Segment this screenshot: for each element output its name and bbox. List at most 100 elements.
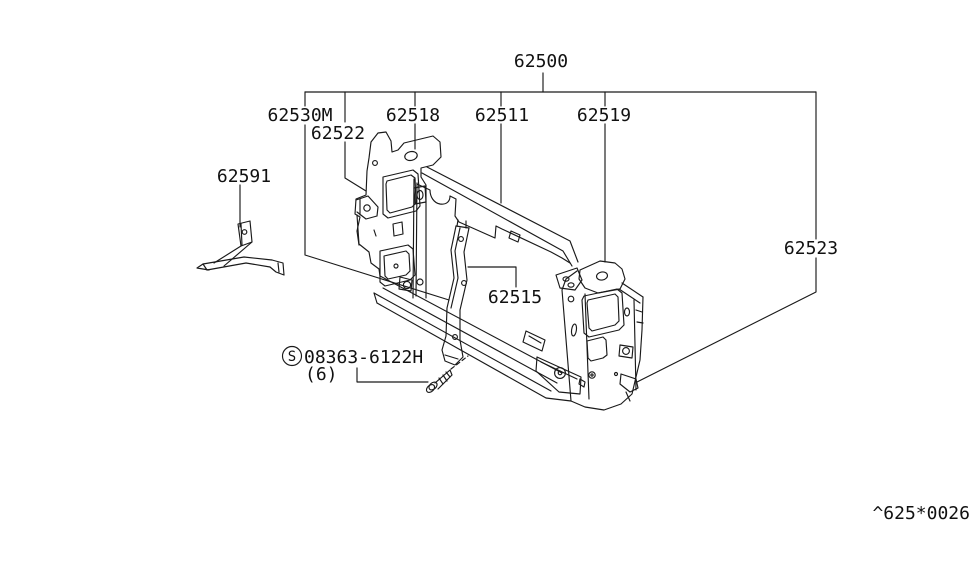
fastener-quantity: (6): [305, 364, 338, 385]
line-art: [452, 334, 458, 340]
screw-fit-dash: [450, 355, 469, 370]
stay-mount-tab: [398, 276, 413, 292]
part-label-62591: 62591: [217, 166, 271, 187]
upper-opening-inner: [385, 174, 417, 214]
part-label-62523: 62523: [784, 238, 838, 259]
diagram-code: ^625*0026: [872, 503, 970, 524]
line-art: [570, 323, 578, 337]
peak-hole: [372, 160, 378, 166]
bump-box: [522, 330, 546, 352]
left-panel-bottom: [356, 214, 381, 277]
line-art: [393, 263, 399, 269]
line-art: [402, 280, 412, 290]
um-slot: [508, 230, 521, 243]
rp-bottom-foot: [619, 373, 639, 402]
channel-hole: [416, 278, 424, 286]
line-art: [202, 256, 273, 271]
line-art: [241, 229, 248, 235]
line-art: [613, 371, 619, 377]
left-flange-bracket: [355, 195, 379, 220]
part-label-62530M: 62530M: [267, 105, 332, 126]
stay-left-edge: [445, 225, 457, 337]
callout-labels: 62500 62530M 62522 62518 62511 62519 625…: [217, 51, 838, 308]
line-art: [196, 263, 210, 271]
lower-opening-inner: [383, 250, 411, 280]
line-art: [623, 307, 631, 317]
screw-symbol: S: [288, 349, 296, 365]
stay-attach: [456, 219, 467, 229]
top-tab-hole: [404, 150, 418, 162]
part-label-62522: 62522: [311, 123, 365, 144]
stay-inner: [450, 227, 461, 309]
line-art: [213, 241, 253, 267]
line-art: [554, 367, 566, 379]
latch-tab-hole: [595, 271, 609, 281]
flange-hole: [363, 204, 371, 212]
leader-62515: [467, 266, 517, 288]
part-label-62500: 62500: [514, 51, 568, 72]
screw-shaft: [434, 369, 453, 390]
line-art: [425, 384, 436, 393]
bumper-stay-bracket: [535, 356, 582, 395]
rp-right-flange: [633, 299, 644, 391]
um-end-plate: [555, 267, 583, 291]
lower-crossmember-drawing: [373, 275, 586, 402]
line-art: [461, 280, 467, 286]
callout-leader-lines: [239, 72, 817, 383]
leader-fastener: [356, 367, 429, 383]
rp-opening-outer: [581, 288, 625, 338]
line-art: [379, 275, 563, 374]
screw-symbol-circle: [281, 345, 303, 367]
line-art: [567, 295, 575, 303]
um-bottom-edge: [416, 183, 571, 264]
line-art: [373, 292, 378, 304]
leader-62523: [636, 91, 817, 383]
line-art: [458, 236, 464, 242]
line-art: [578, 378, 586, 388]
channel-plate: [413, 185, 427, 205]
stay-foot: [441, 335, 464, 366]
left-side-panel-drawing: [354, 131, 442, 299]
line-art: [382, 287, 558, 384]
line-art: [567, 282, 575, 288]
screw-threads: [438, 371, 451, 385]
line-art: [588, 371, 596, 379]
rp-flange-bracket: [618, 344, 634, 359]
line-art: [376, 302, 572, 402]
line-art: [455, 225, 470, 229]
line-art: [590, 373, 594, 377]
screw-drawing: [425, 355, 469, 393]
part-label-62511: 62511: [475, 105, 529, 126]
lower-opening-outer: [379, 244, 416, 287]
channel-slot: [416, 189, 424, 201]
upper-crossmember-drawing: [416, 166, 583, 291]
hood-lock-stay-drawing: [441, 225, 470, 366]
fastener-callout: S 08363-6122H (6): [281, 345, 423, 385]
line-art: [240, 223, 243, 246]
leader-62522: [344, 91, 367, 192]
rp-opening-inner: [586, 293, 620, 332]
part-label-62515: 62515: [488, 287, 542, 308]
small-slot: [392, 221, 404, 237]
channel-edges: [412, 178, 418, 299]
part-label-62518: 62518: [386, 105, 440, 126]
line-art: [557, 370, 563, 376]
bracket-62591-drawing: [196, 220, 285, 276]
stay-right-edge: [459, 227, 470, 341]
leader-62530M: [304, 91, 450, 301]
rp-outline: [561, 270, 644, 411]
upper-opening-outer: [382, 169, 421, 219]
left-panel-outline: [354, 131, 442, 299]
line-art: [269, 259, 285, 276]
line-art: [622, 347, 630, 355]
rp-top-right: [618, 282, 644, 304]
um-top-edges: [421, 166, 579, 267]
fastener-part-number: 08363-6122H: [304, 347, 423, 368]
rp-lower-opening: [586, 336, 608, 362]
screw-head: [428, 381, 438, 391]
tick-mark: [373, 229, 377, 237]
latch-tab: [578, 260, 626, 294]
line-art: [562, 276, 570, 282]
